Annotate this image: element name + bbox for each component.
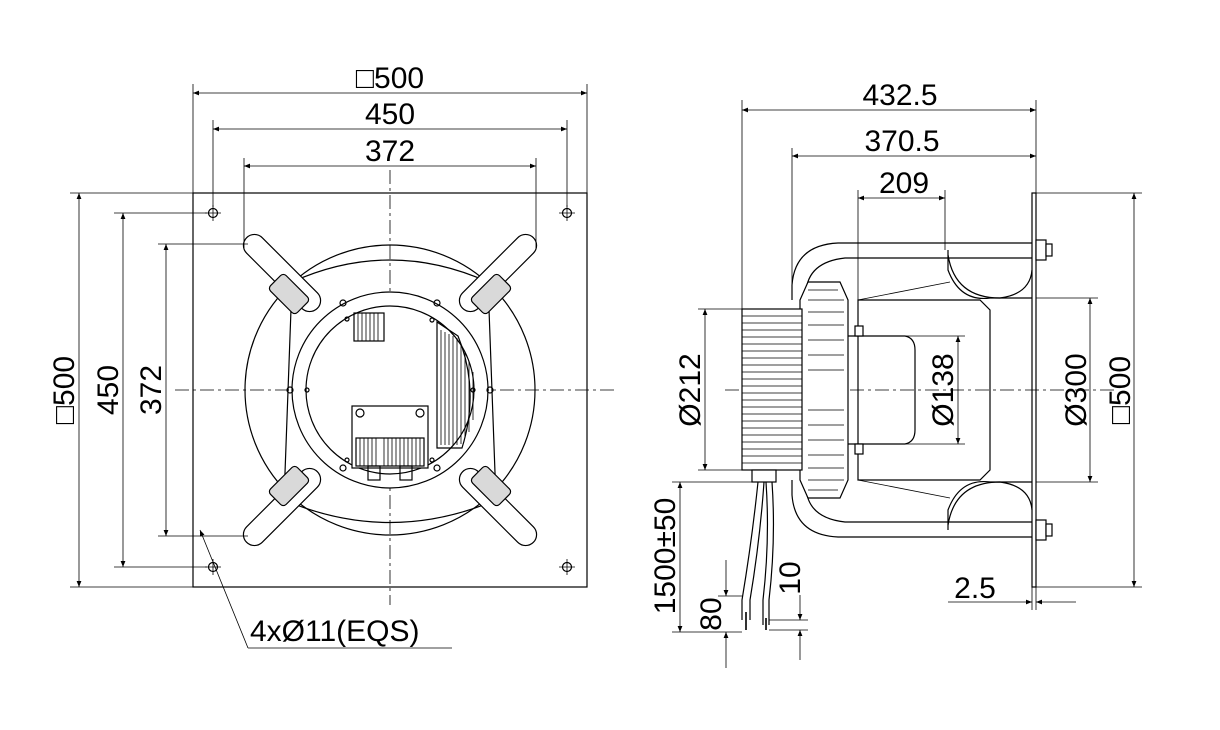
small-fins <box>353 312 385 342</box>
cable-length-label: 1500±50 <box>649 498 682 615</box>
motor-hub <box>848 335 916 445</box>
motor-inner-ring <box>305 305 475 475</box>
front-height-label: □500 <box>48 356 81 424</box>
front-hole-spacing-v-label: 450 <box>92 365 125 415</box>
ring-screws <box>286 299 494 472</box>
mid-depth-label: 370.5 <box>864 125 939 158</box>
wire-strip-label: 10 <box>774 561 807 594</box>
terminal-box <box>351 405 429 481</box>
front-view: □500 450 372 □500 450 372 4xØ11(EQS) <box>48 62 615 649</box>
plate-size-label: □500 <box>1104 356 1137 424</box>
motor-dia-label: Ø212 <box>674 353 707 426</box>
side-strut-lower <box>791 480 1032 538</box>
front-dimensions-vertical <box>70 192 248 588</box>
hub-dia-label: Ø138 <box>927 353 960 426</box>
overall-depth-label: 432.5 <box>862 79 937 112</box>
side-view: 432.5 370.5 209 Ø212 Ø138 Ø300 □500 <box>649 79 1142 668</box>
motor-cylinder <box>741 308 803 471</box>
inner-depth-label: 209 <box>879 167 929 200</box>
plate-bolts <box>1035 239 1053 541</box>
front-hole-spacing-label: 450 <box>365 98 415 131</box>
wheel-hub <box>799 281 849 499</box>
impeller-outline <box>244 244 536 536</box>
cable-bundle <box>741 469 777 630</box>
front-strut-spacing-label: 372 <box>365 135 415 168</box>
cooling-fins <box>436 320 474 449</box>
front-width-label: □500 <box>356 62 424 95</box>
front-dimensions-horizontal <box>192 84 588 248</box>
support-struts <box>242 233 538 547</box>
holes-leader <box>199 529 249 649</box>
cable-strip-label: 80 <box>695 597 728 630</box>
inlet-dia-label: Ø300 <box>1060 353 1093 426</box>
holes-callout-label: 4xØ11(EQS) <box>250 615 420 648</box>
motor-outer-ring <box>291 291 489 489</box>
plate-thickness-label: 2.5 <box>954 572 996 605</box>
side-dimensions-depth <box>741 100 1037 309</box>
front-strut-spacing-v-label: 372 <box>135 365 168 415</box>
